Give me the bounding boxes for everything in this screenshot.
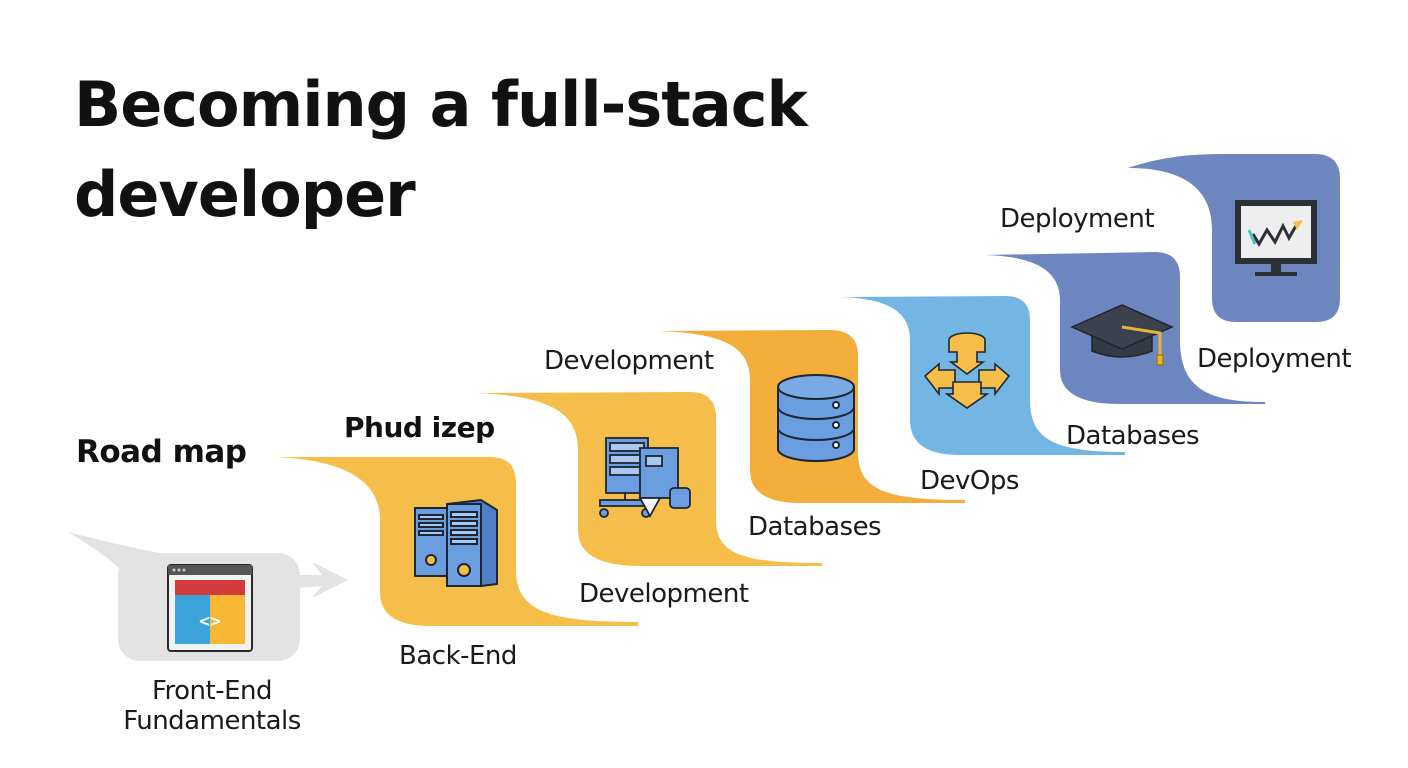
server-tower-icon — [414, 498, 498, 588]
step-education-label: Databases — [1066, 421, 1200, 451]
page-title: Becoming a full-stack developer — [74, 60, 808, 240]
browser-code-icon: <> — [167, 564, 253, 652]
step-backend-top-label: Phud izep — [344, 411, 495, 444]
step-frontend-label-line-2: Fundamentals — [123, 706, 301, 736]
svg-text:<>: <> — [199, 611, 221, 632]
step-databases-label: Databases — [748, 512, 882, 542]
step-development-label: Development — [579, 579, 749, 609]
step-frontend-arrow-head — [296, 562, 348, 598]
graduation-cap-icon — [1070, 304, 1174, 366]
step-deployment-label: Deployment — [1197, 344, 1352, 374]
step-education-top-label: Deployment — [1000, 204, 1155, 234]
step-frontend-label-line-1: Front-End — [151, 676, 273, 706]
step-deployment-shape — [1128, 154, 1340, 322]
step-development-top-label: Development — [544, 346, 714, 376]
roadmap-label: Road map — [76, 434, 247, 470]
database-icon — [777, 374, 855, 462]
monitor-chart-icon — [1235, 200, 1317, 276]
server-rack-icon — [599, 437, 691, 518]
step-frontend-label: Front-End Fundamentals — [112, 676, 312, 736]
pipeline-arrows-icon — [923, 332, 1011, 409]
step-backend-label: Back-End — [399, 641, 517, 671]
step-devops-label: DevOps — [920, 466, 1019, 496]
title-line-1: Becoming a full-stack — [74, 68, 808, 141]
title-line-2: developer — [74, 158, 416, 231]
